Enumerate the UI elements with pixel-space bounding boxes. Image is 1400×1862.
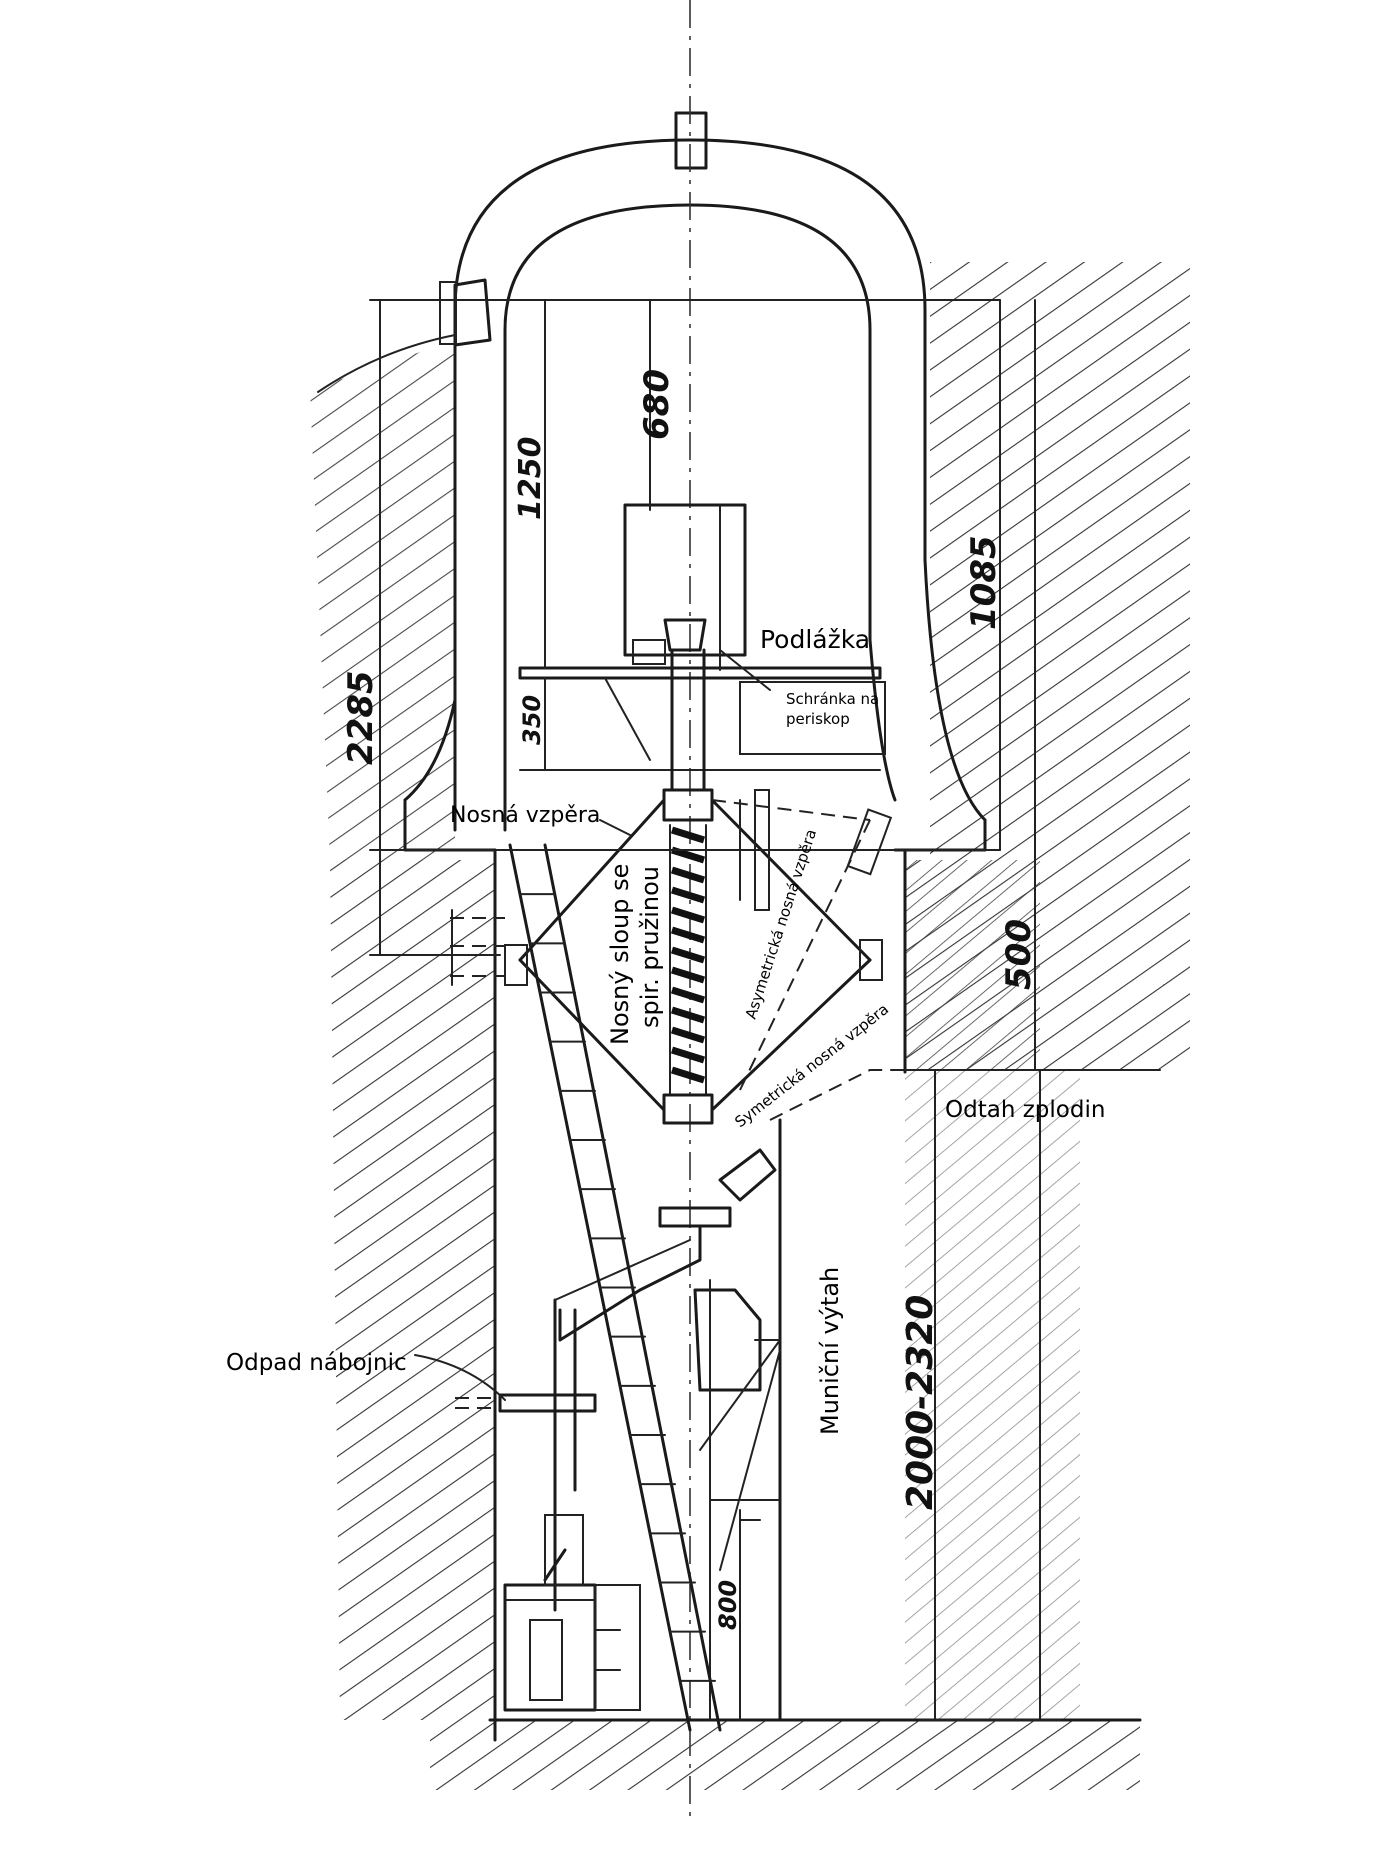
- dim-680: 680: [637, 369, 677, 440]
- label-nosny-sloup-line2: spir. pružinou: [636, 866, 664, 1028]
- gun-housing: [623, 503, 747, 671]
- dim-800: 800: [714, 1580, 742, 1630]
- dim-500: 500: [999, 919, 1039, 990]
- label-odpad-nabojnic: Odpad nábojnic: [226, 1350, 407, 1376]
- label-asym-vzpera: Asymetrická nosná vzpěra: [742, 827, 820, 1021]
- dim-350: 350: [518, 695, 546, 745]
- shaft-walls: [488, 848, 1142, 1742]
- storage-cabinet: [503, 1514, 641, 1712]
- armored-cupola: [403, 111, 987, 852]
- ammunition-hoist: [693, 1279, 781, 1721]
- lower-mechanism: [450, 909, 777, 1612]
- label-nosny-sloup-line1: Nosný sloup se: [606, 864, 634, 1045]
- central-column: [662, 648, 714, 1125]
- spiral-spring: [670, 826, 706, 1084]
- label-podlazka: Podlážka: [760, 625, 870, 654]
- dim-2285: 2285: [341, 670, 381, 765]
- platform: [518, 666, 882, 771]
- label-odtah-zplodin: Odtah zplodin: [945, 1097, 1105, 1123]
- label-nosna-vzpera: Nosná vzpěra: [450, 803, 600, 828]
- ladder: [508, 843, 722, 1732]
- ground-line-left: [317, 334, 456, 393]
- dimension-lines: [369, 299, 1061, 1721]
- dimension-texts: 680 1250 1085 2285 350 500 2000-2320 800: [341, 369, 1039, 1630]
- leader-lines: [414, 649, 771, 1401]
- periscope-box: [739, 681, 886, 755]
- label-schranka-line2: periskop: [786, 710, 850, 728]
- dim-2000-2320: 2000-2320: [900, 1295, 941, 1510]
- dim-1250: 1250: [513, 437, 548, 521]
- concrete-hatching: [310, 262, 1190, 1790]
- dim-1085: 1085: [964, 535, 1004, 630]
- label-schranka-line1: Schránka na: [786, 690, 879, 708]
- exhaust-duct: [769, 1069, 1161, 1121]
- label-municni-vytah: Muniční výtah: [816, 1267, 844, 1435]
